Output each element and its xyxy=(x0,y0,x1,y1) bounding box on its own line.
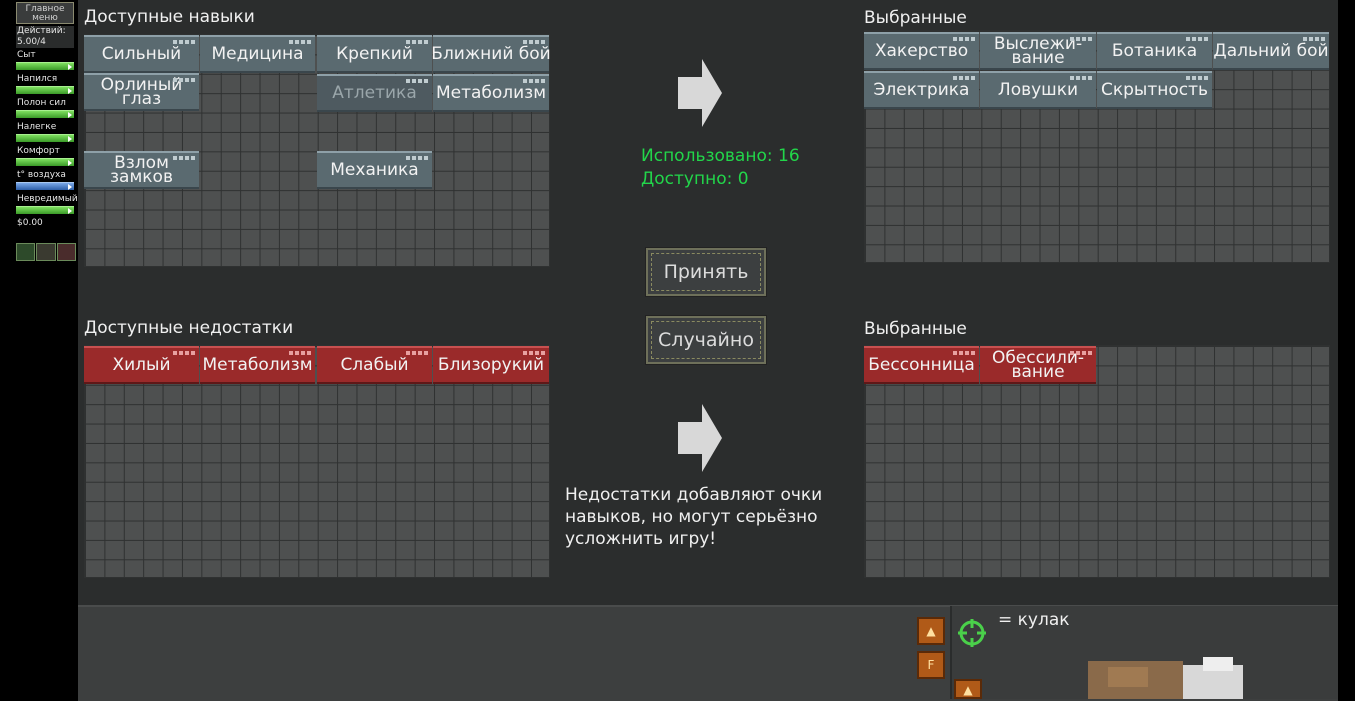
fist-icon xyxy=(1088,657,1243,699)
points-available: Доступно: 0 xyxy=(641,169,749,189)
selected-flaws-grid xyxy=(864,345,1330,578)
money-label: $0.00 xyxy=(17,218,43,228)
flaw-chip-nearsighted[interactable]: Близорукий xyxy=(433,346,549,384)
skill-chip-tough[interactable]: Крепкий xyxy=(317,35,432,73)
skill-chip-athletics[interactable]: Атлетика xyxy=(317,74,432,112)
stat-label-drink: Напился xyxy=(17,74,58,84)
skill-chip-medicine[interactable]: Медицина xyxy=(200,35,315,73)
points-used: Использовано: 16 xyxy=(641,146,800,166)
crosshair-icon xyxy=(958,619,986,647)
stat-bar-drink xyxy=(16,86,74,94)
arrow-right-icon xyxy=(678,404,722,472)
available-skills-title: Доступные навыки xyxy=(84,7,255,27)
flaws-hint-text: Недостатки добавляют очки навыков, но мо… xyxy=(565,485,823,549)
arrows-icon[interactable] xyxy=(16,243,36,261)
selected-skill-botany[interactable]: Ботаника xyxy=(1097,32,1212,70)
stat-label-health: Невредимый xyxy=(17,194,78,204)
stat-bar-energy xyxy=(16,110,74,118)
status-sidebar: Главное меню Действий: 5.00/4 Сыт Напилс… xyxy=(0,0,78,699)
skill-chip-strong[interactable]: Сильный xyxy=(84,35,199,73)
flaw-chip-weak[interactable]: Слабый xyxy=(317,346,432,384)
actions-value: 5.00/4 xyxy=(17,37,46,47)
stat-bar-comfort xyxy=(16,158,74,166)
skill-chip-melee[interactable]: Ближний бой xyxy=(431,35,551,73)
available-flaws-grid xyxy=(84,345,550,578)
stat-label-load: Налегке xyxy=(17,122,57,132)
random-button[interactable]: Случайно xyxy=(645,315,767,365)
points-available-value: 0 xyxy=(737,169,749,189)
selected-flaw-exhaustion[interactable]: Обессили-вание xyxy=(980,346,1096,384)
available-flaws-title: Доступные недостатки xyxy=(84,318,294,338)
selected-skill-tracking[interactable]: Выслежи-вание xyxy=(980,32,1096,70)
selected-flaw-insomnia[interactable]: Бессонница xyxy=(864,346,979,384)
item-icon[interactable] xyxy=(56,243,76,261)
stat-label-air-temp: t° воздуха xyxy=(17,170,66,180)
points-used-value: 16 xyxy=(778,146,800,166)
skill-chip-mechanics[interactable]: Механика xyxy=(317,151,432,189)
points-available-label: Доступно: xyxy=(641,169,733,189)
stat-bar-air-temp xyxy=(16,182,74,190)
tool-icon[interactable] xyxy=(36,243,56,261)
f-button[interactable]: F xyxy=(917,651,945,679)
skill-chip-metabolism[interactable]: Метаболизм xyxy=(433,74,549,112)
stat-bar-fed xyxy=(16,62,74,70)
skill-chip-eagle-eye[interactable]: Орлиный глаз xyxy=(84,73,199,111)
weapon-label: = кулак xyxy=(998,610,1070,630)
actions-label: Действий: xyxy=(17,26,66,36)
scroll-up-icon[interactable]: ▲ xyxy=(917,617,945,645)
available-skills-grid xyxy=(84,34,550,267)
points-used-label: Использовано: xyxy=(641,146,773,166)
stat-label-fed: Сыт xyxy=(17,50,36,60)
selected-skill-stealth[interactable]: Скрытность xyxy=(1097,71,1212,109)
stat-bar-load xyxy=(16,134,74,142)
quick-icons xyxy=(16,243,76,261)
flaw-chip-metabolism[interactable]: Метаболизм xyxy=(200,346,315,384)
stat-label-energy: Полон сил xyxy=(17,98,66,108)
flaw-chip-frail[interactable]: Хилый xyxy=(84,346,199,384)
selected-skill-electrics[interactable]: Электрика xyxy=(864,71,979,109)
arrow-right-icon xyxy=(678,59,722,127)
accept-button[interactable]: Принять xyxy=(645,247,767,297)
skill-chip-lockpicking[interactable]: Взлом замков xyxy=(84,151,199,189)
selected-skill-traps[interactable]: Ловушки xyxy=(980,71,1096,109)
selected-skill-ranged[interactable]: Дальний бой xyxy=(1213,32,1329,70)
selected-skill-hacking[interactable]: Хакерство xyxy=(864,32,979,70)
scroll-down-icon[interactable]: ▲ xyxy=(954,679,982,699)
main-menu-button[interactable]: Главное меню xyxy=(16,2,74,24)
right-edge xyxy=(1338,0,1355,699)
actions-box xyxy=(16,26,74,48)
stat-label-comfort: Комфорт xyxy=(17,146,60,156)
stat-bar-health xyxy=(16,206,74,214)
